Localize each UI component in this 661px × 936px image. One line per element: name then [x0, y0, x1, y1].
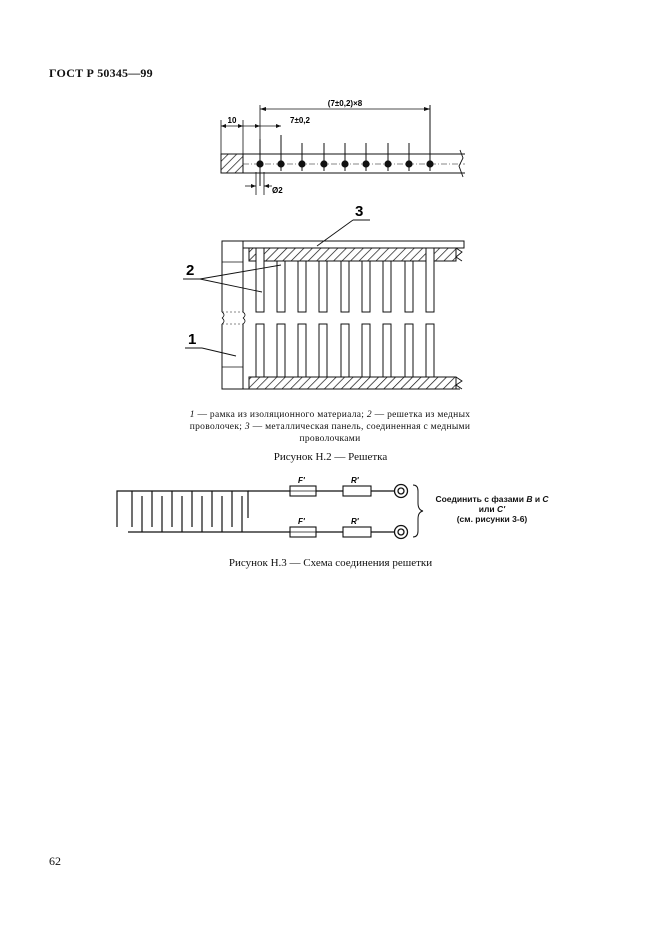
legend-num-2: 2	[366, 410, 372, 420]
connect-line-1: Соединить с фазами B и C	[435, 494, 549, 504]
callout-3: 3	[355, 203, 363, 220]
connect-line-2: или C'	[478, 504, 506, 514]
brace-icon	[412, 484, 424, 538]
resistor-bottom-label: R'	[351, 517, 360, 526]
fuse-top-label: F'	[298, 476, 306, 485]
figure-h2-legend: 1 — рамка из изоляционного материала; 2 …	[180, 409, 480, 445]
page-number: 62	[49, 854, 61, 868]
standard-header: ГОСТ Р 50345—99	[49, 66, 153, 80]
figure-h2-caption: Рисунок Н.2 — Решетка	[273, 451, 388, 463]
fuse-bottom-label: F'	[298, 517, 306, 526]
dim-pitch-total: (7±0,2)×8	[328, 99, 363, 108]
dim-diameter: Ø2	[272, 186, 283, 195]
figure-h3-caption: Рисунок Н.3 — Схема соединения решетки	[228, 557, 433, 569]
grid-section-view: 3 2 1	[183, 203, 468, 390]
dim-pitch: 7±0,2	[290, 116, 311, 125]
legend-num-3: 3	[244, 422, 250, 432]
resistor-top-label: R'	[351, 476, 360, 485]
legend-text-1: — рамка из изоляционного материала;	[194, 410, 367, 420]
connect-line-3: (см. рисунки 3-6)	[456, 514, 528, 524]
callout-2: 2	[186, 262, 194, 279]
resistor-bottom-symbol	[342, 526, 372, 538]
dim-left-offset: 10	[228, 116, 237, 125]
legend-text-3: — металлическая панель, соединенная с ме…	[249, 422, 471, 444]
figure-h3-circuit: F' R' F' R'	[116, 476, 424, 540]
grid-top-view: (7±0,2)×8 10 7±0,2 Ø2	[220, 99, 465, 195]
resistor-top-symbol	[342, 485, 372, 497]
callout-1: 1	[188, 331, 196, 348]
legend-num-1: 1	[189, 410, 195, 420]
legend-text-2: — решетка из медных проволочек;	[189, 410, 471, 432]
connect-note: Соединить с фазами B и C или C' (см. рис…	[421, 494, 563, 524]
